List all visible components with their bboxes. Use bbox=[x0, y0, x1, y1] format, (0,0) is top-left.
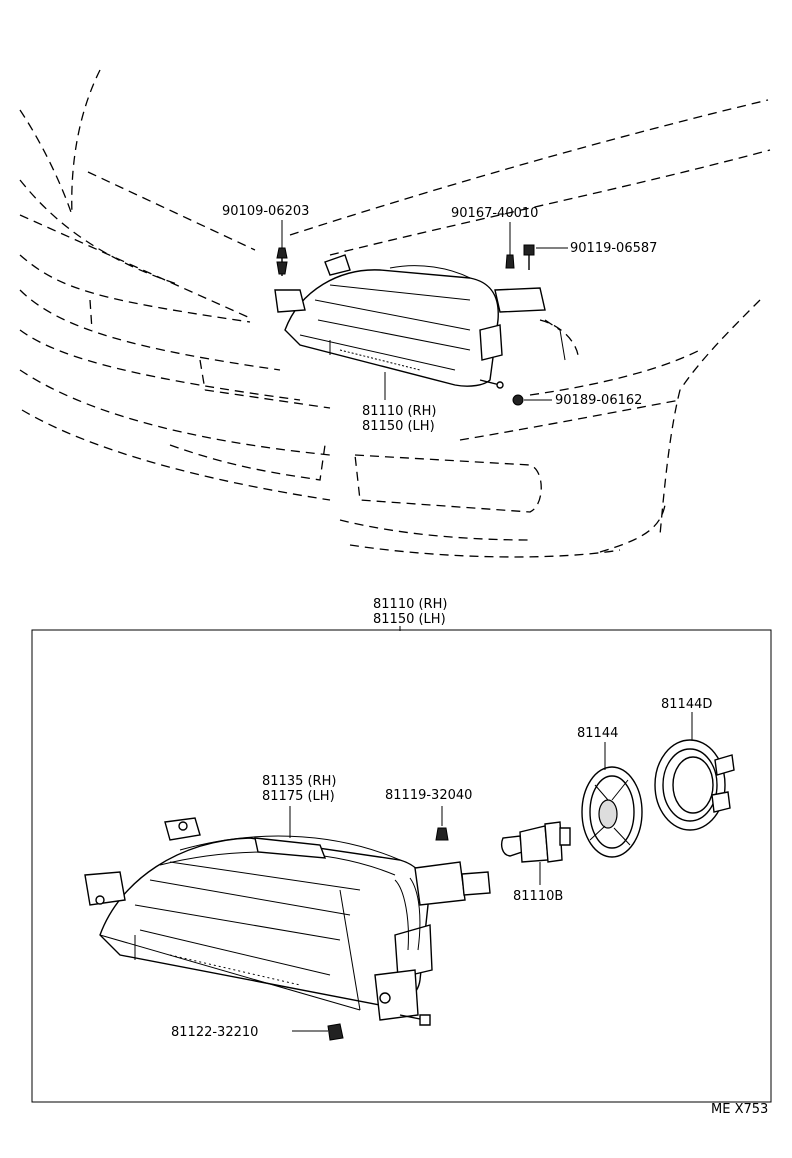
label-81175-lh: 81175 (LH) bbox=[262, 789, 335, 804]
label-81150-lh-top: 81150 (LH) bbox=[362, 419, 435, 434]
diagram-code: ME X753 bbox=[711, 1102, 768, 1117]
bulb-81110b bbox=[501, 821, 571, 885]
label-81122-32210: 81122-32210 bbox=[171, 1025, 258, 1040]
label-81150-lh-detail: 81150 (LH) bbox=[373, 612, 446, 627]
label-81110-rh-detail: 81110 (RH) bbox=[373, 597, 447, 612]
clip-81119 bbox=[435, 806, 449, 841]
label-90189-06162: 90189-06162 bbox=[555, 393, 642, 408]
detail-frame bbox=[31, 629, 772, 1103]
fasteners-top bbox=[276, 244, 535, 406]
label-81144: 81144 bbox=[577, 726, 618, 741]
label-81110-rh-top: 81110 (RH) bbox=[362, 404, 436, 419]
headlamp-top-view bbox=[274, 254, 546, 389]
leader-lines-detail bbox=[289, 806, 328, 1032]
leader-lines-top bbox=[281, 220, 568, 401]
vehicle-front-outline bbox=[19, 69, 771, 558]
label-81110b: 81110B bbox=[513, 889, 563, 904]
cover-81144d bbox=[654, 712, 735, 831]
label-81119-32040: 81119-32040 bbox=[385, 788, 472, 803]
label-90119-06587: 90119-06587 bbox=[570, 241, 657, 256]
headlamp-unit-detail bbox=[84, 817, 491, 1026]
screw-81122 bbox=[327, 1023, 344, 1041]
label-81135-rh: 81135 (RH) bbox=[262, 774, 336, 789]
socket-81144 bbox=[581, 742, 643, 858]
label-90167-40010: 90167-40010 bbox=[451, 206, 538, 221]
label-81144d: 81144D bbox=[661, 697, 712, 712]
label-90109-06203: 90109-06203 bbox=[222, 204, 309, 219]
